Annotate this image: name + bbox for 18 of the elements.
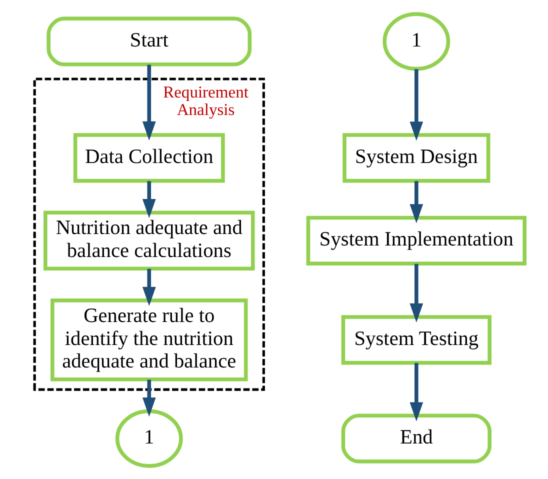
arrow xyxy=(409,362,423,421)
node-ellipse: 1 xyxy=(382,12,450,70)
arrow xyxy=(142,64,156,140)
node-box: End xyxy=(340,413,491,463)
arrow xyxy=(409,180,423,223)
node-box: System Design xyxy=(342,132,490,182)
node-box: Generate rule to identify the nutrition adequate and balance xyxy=(50,298,248,381)
arrow xyxy=(142,180,156,218)
node-box: System Testing xyxy=(340,314,491,364)
node-box: Data Collection xyxy=(72,132,224,182)
node-box: Nutrition adequate and balance calculations xyxy=(43,210,254,270)
arrow xyxy=(409,263,423,322)
node-box: Start xyxy=(46,16,252,66)
arrow xyxy=(409,68,423,140)
node-box: System Implementation xyxy=(306,215,526,265)
node-ellipse: 1 xyxy=(114,408,182,468)
arrow xyxy=(142,379,156,416)
arrow xyxy=(142,268,156,306)
